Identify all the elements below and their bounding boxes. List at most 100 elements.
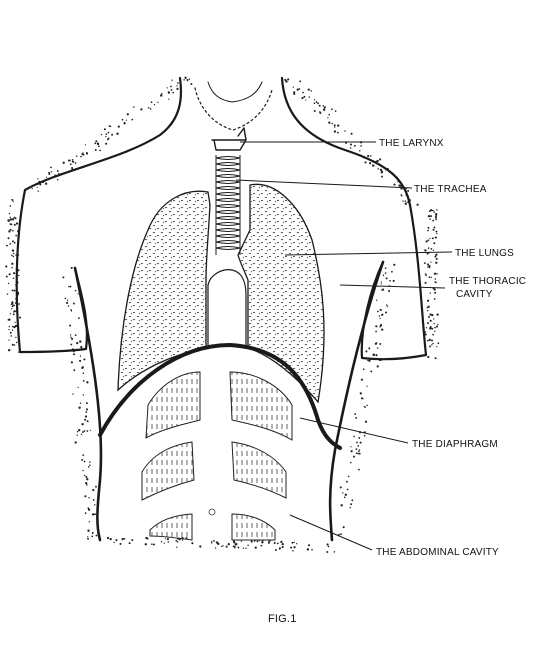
stipple-dot — [160, 94, 163, 97]
stipple-dot — [144, 543, 147, 546]
rib-low-left — [149, 513, 193, 541]
stipple-dot — [86, 420, 89, 423]
stipple-dot — [11, 301, 14, 304]
stipple-dot — [97, 143, 100, 146]
stipple-dot — [13, 241, 16, 244]
stipple-dot — [167, 541, 169, 543]
stipple-dot — [149, 108, 152, 110]
stipple-dot — [83, 358, 86, 361]
stipple-dot — [296, 88, 299, 91]
stipple-dot — [160, 540, 163, 543]
stipple-dot — [94, 513, 96, 516]
stipple-dot — [68, 285, 70, 288]
stipple-dot — [429, 345, 431, 348]
stipple-dot — [427, 247, 430, 249]
stipple-dot — [77, 386, 79, 389]
stipple-dot — [377, 168, 379, 170]
stipple-dot — [119, 542, 122, 545]
thoracic-leader — [339, 284, 446, 289]
stipple-dot — [291, 541, 294, 544]
stipple-dot — [6, 293, 9, 295]
stipple-dot — [10, 223, 13, 226]
stipple-dot — [428, 264, 431, 268]
stipple-dot — [331, 122, 333, 125]
stipple-dot — [88, 521, 91, 523]
trachea-ring — [215, 192, 241, 196]
stipple-dot — [8, 328, 10, 331]
stipple-dot — [362, 368, 365, 371]
stipple-dot — [9, 331, 12, 334]
stipple-dot — [133, 106, 135, 108]
stipple-dot — [17, 269, 20, 272]
stipple-dot — [368, 347, 371, 350]
stipple-dot — [82, 454, 85, 456]
stipple-dot — [404, 200, 407, 202]
stipple-dot — [76, 341, 79, 345]
stipple-dot — [433, 226, 436, 229]
stipple-dot — [436, 273, 438, 275]
diaphragm — [98, 343, 342, 450]
stipple-dot — [427, 339, 429, 342]
stipple-dot — [416, 203, 419, 206]
stipple-dot — [380, 281, 382, 283]
stipple-dot — [280, 540, 283, 544]
stipple-dot — [11, 254, 13, 257]
stipple-dot — [333, 126, 336, 128]
stipple-dot — [302, 91, 304, 94]
stipple-dot — [18, 303, 20, 305]
stipple-dot — [11, 289, 14, 292]
stipple-dot — [260, 544, 263, 547]
stipple-dot — [10, 335, 12, 337]
stipple-dot — [8, 273, 11, 276]
stipple-dot — [427, 215, 431, 218]
stipple-dot — [427, 355, 430, 359]
stipple-dot — [382, 288, 385, 291]
stipple-dot — [435, 257, 438, 260]
stipple-dot — [425, 240, 428, 243]
stipple-dot — [84, 144, 87, 146]
leader-lines — [235, 141, 453, 551]
label-abdominal: THE ABDOMINAL CAVITY — [376, 547, 499, 558]
stipple-dot — [12, 255, 15, 258]
stipple-dot — [89, 464, 91, 467]
stipple-dot — [328, 113, 330, 116]
stipple-dot — [80, 345, 83, 349]
stipple-dot — [79, 359, 82, 362]
stipple-dot — [13, 311, 15, 313]
stipple-dot — [278, 547, 281, 550]
stipple-dot — [87, 508, 91, 511]
stipple-dot — [370, 155, 372, 157]
stipple-dot — [367, 154, 370, 158]
stipple-dot — [326, 551, 329, 553]
right-flank — [328, 260, 385, 542]
label-thoracic-line1: THE THORACIC — [449, 276, 526, 287]
stipple-dot — [37, 178, 39, 180]
lungs-leader — [284, 251, 453, 256]
stipple-dot — [435, 218, 437, 221]
stipple-dot — [380, 283, 382, 285]
stipple-dot — [389, 279, 391, 282]
stipple-dot — [105, 142, 108, 145]
stipple-dot — [429, 237, 431, 240]
label-thoracic-line2: CAVITY — [456, 289, 493, 300]
stipple-dot — [82, 152, 84, 154]
stipple-dot — [184, 76, 187, 79]
stipple-dot — [434, 326, 436, 329]
stipple-dot — [357, 445, 360, 447]
stipple-dot — [340, 504, 343, 507]
left-flank — [73, 266, 103, 542]
stipple-dot — [9, 313, 12, 315]
stipple-dot — [81, 431, 84, 433]
stipple-dot — [354, 413, 357, 415]
stipple-dot — [12, 277, 15, 279]
stipple-dot — [11, 198, 14, 201]
trachea-ring — [215, 168, 241, 172]
stipple-dot — [81, 423, 84, 426]
stipple-dot — [379, 308, 382, 311]
stipple-dot — [100, 133, 103, 136]
stipple-dot — [431, 344, 433, 346]
stipple-dot — [211, 540, 213, 543]
stipple-dot — [76, 431, 79, 433]
stipple-dot — [370, 370, 373, 373]
